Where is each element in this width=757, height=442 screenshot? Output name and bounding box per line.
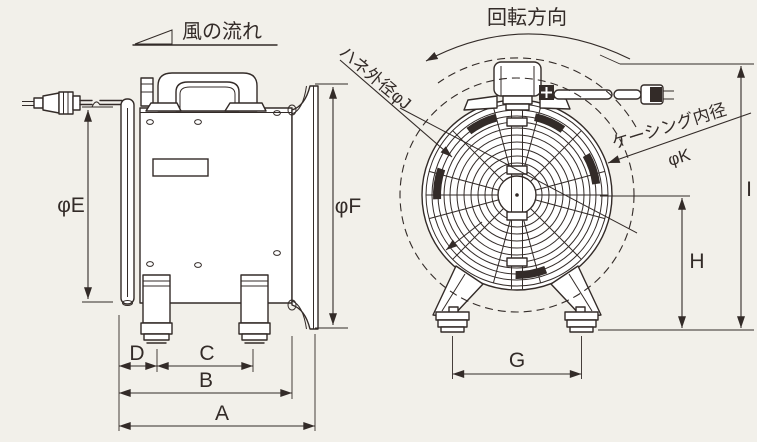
front-legs <box>432 265 602 333</box>
cord-hook-strip <box>120 98 135 306</box>
name-plate <box>152 158 209 177</box>
side-legs <box>140 274 271 344</box>
side-view <box>22 72 319 344</box>
power-cord <box>79 99 123 108</box>
dim-c: C <box>199 342 214 365</box>
dim-h: H <box>689 250 704 273</box>
screws <box>146 110 281 268</box>
wind-flow-symbol <box>132 29 278 46</box>
fan-grille <box>421 99 613 291</box>
power-plug <box>22 91 81 115</box>
casing-dia-symbol: φK <box>666 145 694 170</box>
carry-handle <box>140 72 267 112</box>
wind-flow-label: 風の流れ <box>182 20 262 43</box>
blade-dia-label: ハネ外径φJ <box>335 43 414 114</box>
dim-phi-f: φF <box>335 195 361 218</box>
rotation-label: 回転方向 <box>487 6 567 29</box>
casing-dia-leader <box>607 112 752 164</box>
fan-blades <box>433 113 601 279</box>
casing-circle-dashed <box>437 57 637 128</box>
dim-phi-e: φE <box>57 194 85 217</box>
bell-mouth <box>287 85 319 330</box>
rotation-arrow <box>425 33 631 62</box>
blade-dia-leader-2 <box>445 221 483 251</box>
dim-i: I <box>746 178 752 201</box>
casing-body <box>139 107 293 304</box>
blade-dia-axis <box>399 107 638 234</box>
dimensions: φE φF D C B A G H <box>57 54 754 431</box>
dim-d: D <box>129 342 144 365</box>
front-cord <box>539 84 674 105</box>
dim-g: G <box>509 349 525 372</box>
casing-dia-label: ケーシング内径 <box>610 100 729 153</box>
dim-a: A <box>215 402 229 425</box>
front-handle <box>463 61 571 111</box>
blade-circle-dashed <box>399 77 635 313</box>
dim-b: B <box>199 369 213 392</box>
front-view <box>399 57 674 333</box>
blade-dia-leader <box>339 59 453 158</box>
